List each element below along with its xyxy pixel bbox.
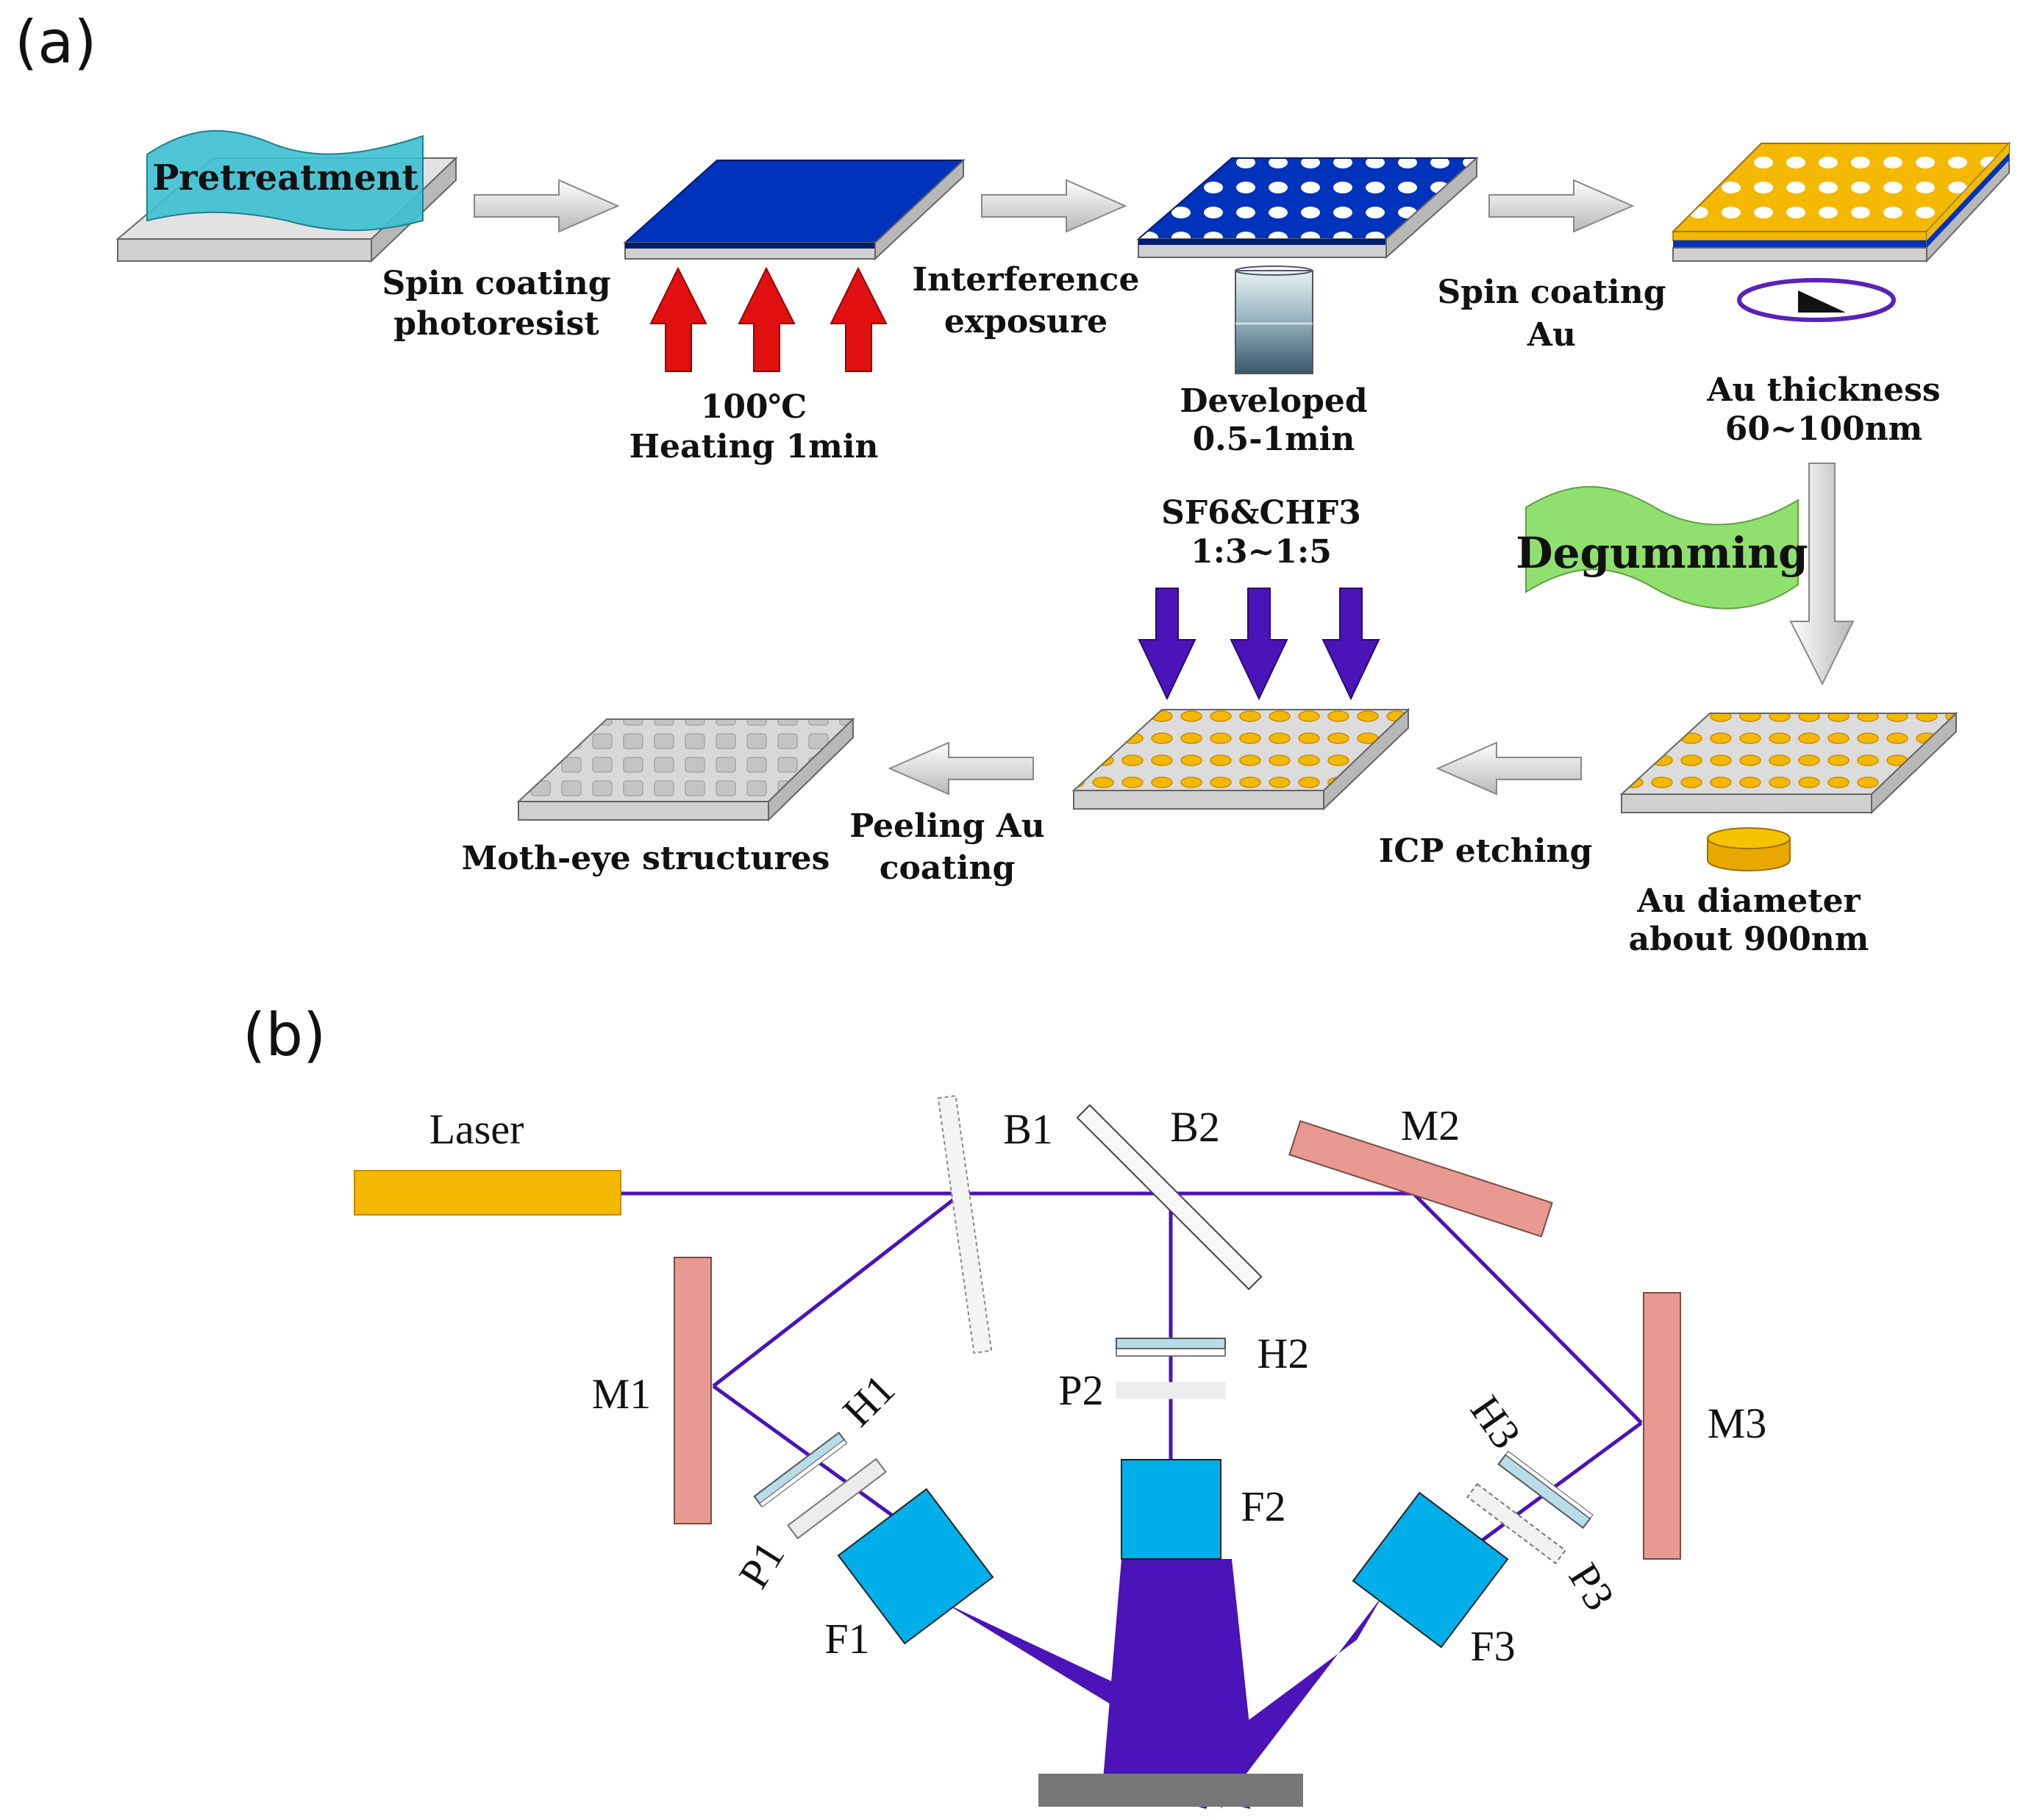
interference-light-fans xyxy=(945,1559,1383,1809)
substrate-etched-gold-mask xyxy=(1071,707,1410,811)
etch-arrow xyxy=(1138,588,1196,701)
step-label-gas-1: SF6&CHF3 xyxy=(1161,494,1361,532)
process-arrow-3 xyxy=(1488,179,1635,233)
step-label-heating-2: Heating 1min xyxy=(629,428,878,465)
focuser-f1 xyxy=(837,1488,994,1645)
panel-b-label: (b) xyxy=(243,1001,326,1069)
process-arrow-1 xyxy=(474,179,620,233)
f2-label: F2 xyxy=(1241,1482,1285,1530)
focuser-f3 xyxy=(1352,1491,1509,1649)
step-label-interference-1: Interference xyxy=(913,261,1140,299)
degumming-label: Degumming xyxy=(1516,528,1808,578)
beam-splitter-b2 xyxy=(1076,1104,1263,1291)
pretreatment-label: Pretreatment xyxy=(152,157,418,199)
p3-label: P3 xyxy=(1560,1555,1624,1618)
step-label-spin-photoresist-1: Spin coating xyxy=(382,265,610,302)
process-arrow-down xyxy=(1789,463,1855,686)
half-wave-plate-h3 xyxy=(1497,1450,1594,1530)
p1-label: P1 xyxy=(730,1532,794,1596)
m2-label: M2 xyxy=(1401,1102,1460,1149)
mirror-m1 xyxy=(674,1257,712,1524)
heat-arrow xyxy=(830,266,888,372)
m3-label: M3 xyxy=(1708,1399,1767,1447)
b1-label: B1 xyxy=(1003,1105,1053,1153)
step-label-peeling-2: coating xyxy=(880,849,1015,887)
beaker-icon xyxy=(1235,265,1313,374)
polarizer-p2 xyxy=(1116,1382,1226,1399)
substrate-developed xyxy=(1136,156,1479,260)
polarizer-p1 xyxy=(787,1457,887,1540)
step-label-moth-eye: Moth-eye structures xyxy=(462,840,830,877)
pretreatment-banner: Pretreatment xyxy=(146,129,424,232)
heat-arrow xyxy=(738,266,796,372)
mirror-m2 xyxy=(1288,1120,1553,1238)
focuser-f2 xyxy=(1121,1459,1221,1560)
step-label-spin-photoresist-2: photoresist xyxy=(393,305,599,343)
h2-label: H2 xyxy=(1258,1330,1310,1377)
rotation-icon xyxy=(1737,278,1896,322)
mirror-m3 xyxy=(1643,1292,1681,1560)
step-label-au-diameter-2: about 900nm xyxy=(1629,921,1869,958)
step-label-icp: ICP etching xyxy=(1379,832,1593,870)
step-label-au-thickness-1: Au thickness xyxy=(1706,371,1940,409)
etch-arrow xyxy=(1230,588,1288,701)
step-label-au-thickness-2: 60~100nm xyxy=(1725,410,1923,448)
step-label-developed-2: 0.5-1min xyxy=(1193,421,1355,458)
substrate-photoresist xyxy=(623,158,966,261)
h1-label: H1 xyxy=(833,1365,904,1435)
b2-label: B2 xyxy=(1170,1103,1220,1151)
f1-label: F1 xyxy=(824,1615,869,1663)
f3-label: F3 xyxy=(1470,1622,1515,1670)
laser-source xyxy=(354,1170,621,1216)
substrate-gold-coated xyxy=(1671,141,2011,263)
p2-label: P2 xyxy=(1058,1366,1103,1414)
step-label-gas-2: 1:3~1:5 xyxy=(1191,533,1332,571)
step-label-spin-au-2: Au xyxy=(1527,316,1576,354)
substrate-au-disks xyxy=(1619,711,1958,815)
etch-arrows xyxy=(1138,588,1380,701)
panel-a-label: (a) xyxy=(15,8,96,76)
step-label-spin-au-1: Spin coating xyxy=(1437,274,1666,311)
step-label-au-diameter-1: Au diameter xyxy=(1636,882,1861,920)
step-label-heating-1: 100℃ xyxy=(701,388,807,426)
process-arrow-peeling xyxy=(888,741,1034,796)
half-wave-plate-h1 xyxy=(753,1431,848,1508)
polarizer-p3 xyxy=(1466,1482,1566,1565)
sample-substrate xyxy=(1038,1774,1303,1807)
step-label-interference-2: exposure xyxy=(944,303,1107,340)
degumming-banner: Degumming xyxy=(1516,485,1808,610)
beam-splitter-b1 xyxy=(937,1094,993,1355)
process-arrow-icp xyxy=(1435,741,1582,796)
etch-arrow xyxy=(1321,588,1380,701)
substrate-moth-eye xyxy=(516,717,855,822)
au-disk-icon xyxy=(1707,827,1791,871)
heat-arrows xyxy=(649,266,888,372)
step-label-developed-1: Developed xyxy=(1180,382,1367,420)
laser-label: Laser xyxy=(429,1105,524,1153)
step-label-peeling-1: Peeling Au xyxy=(849,807,1045,845)
m1-label: M1 xyxy=(592,1370,652,1418)
process-arrow-2 xyxy=(981,179,1127,233)
h3-label: H3 xyxy=(1461,1387,1530,1457)
half-wave-plate-h2 xyxy=(1116,1338,1226,1357)
heat-arrow xyxy=(649,266,707,372)
